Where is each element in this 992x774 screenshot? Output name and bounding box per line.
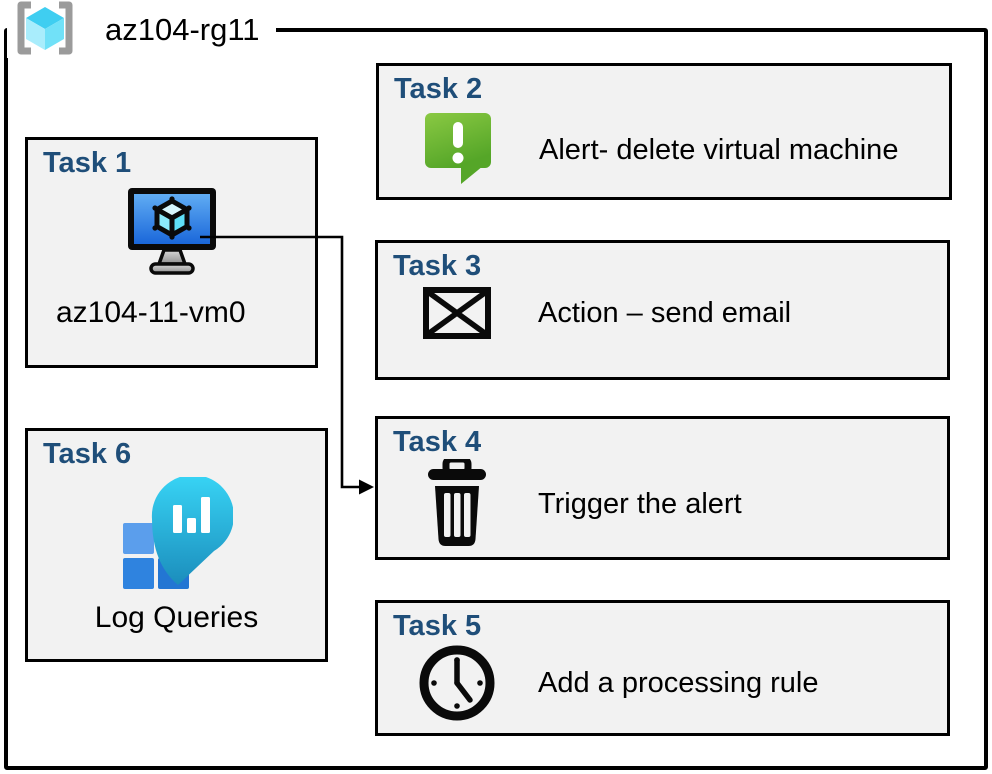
- task3-label: Action – send email: [538, 296, 792, 329]
- clock-icon: [416, 643, 498, 723]
- task6-label: Log Queries: [94, 601, 259, 635]
- resource-group-name: az104-rg11: [105, 12, 260, 47]
- email-icon: [416, 287, 498, 340]
- task4-title: Task 4: [393, 426, 482, 458]
- task5-title: Task 5: [393, 610, 482, 642]
- task4-label: Trigger the alert: [538, 487, 742, 520]
- task1-title: Task 1: [43, 147, 132, 179]
- task3-box: Task 3 Action – send email: [375, 240, 950, 380]
- task2-title: Task 2: [394, 73, 483, 105]
- task6-box: Task 6 Log Queries: [25, 428, 328, 662]
- task6-title: Task 6: [43, 438, 132, 470]
- resource-group-frame: [4, 28, 988, 770]
- task2-box: Task 2 Alert- delete virtual machine: [376, 63, 952, 200]
- task3-title: Task 3: [393, 250, 482, 282]
- resource-group-icon: [9, 0, 81, 61]
- resource-group-legend: az104-rg11: [7, 0, 276, 61]
- virtual-machine-icon: [28, 184, 315, 280]
- task2-label: Alert- delete virtual machine: [539, 133, 899, 166]
- task4-box: Task 4 Trigger the alert: [375, 416, 950, 560]
- task5-label: Add a processing rule: [538, 666, 819, 699]
- task5-box: Task 5 Add a processing rule: [375, 600, 950, 736]
- task1-label: az104-11-vm0: [56, 296, 246, 330]
- log-analytics-icon: [28, 477, 325, 591]
- trash-icon: [416, 459, 498, 549]
- alert-icon: [417, 110, 499, 190]
- task1-box: Task 1: [25, 137, 318, 368]
